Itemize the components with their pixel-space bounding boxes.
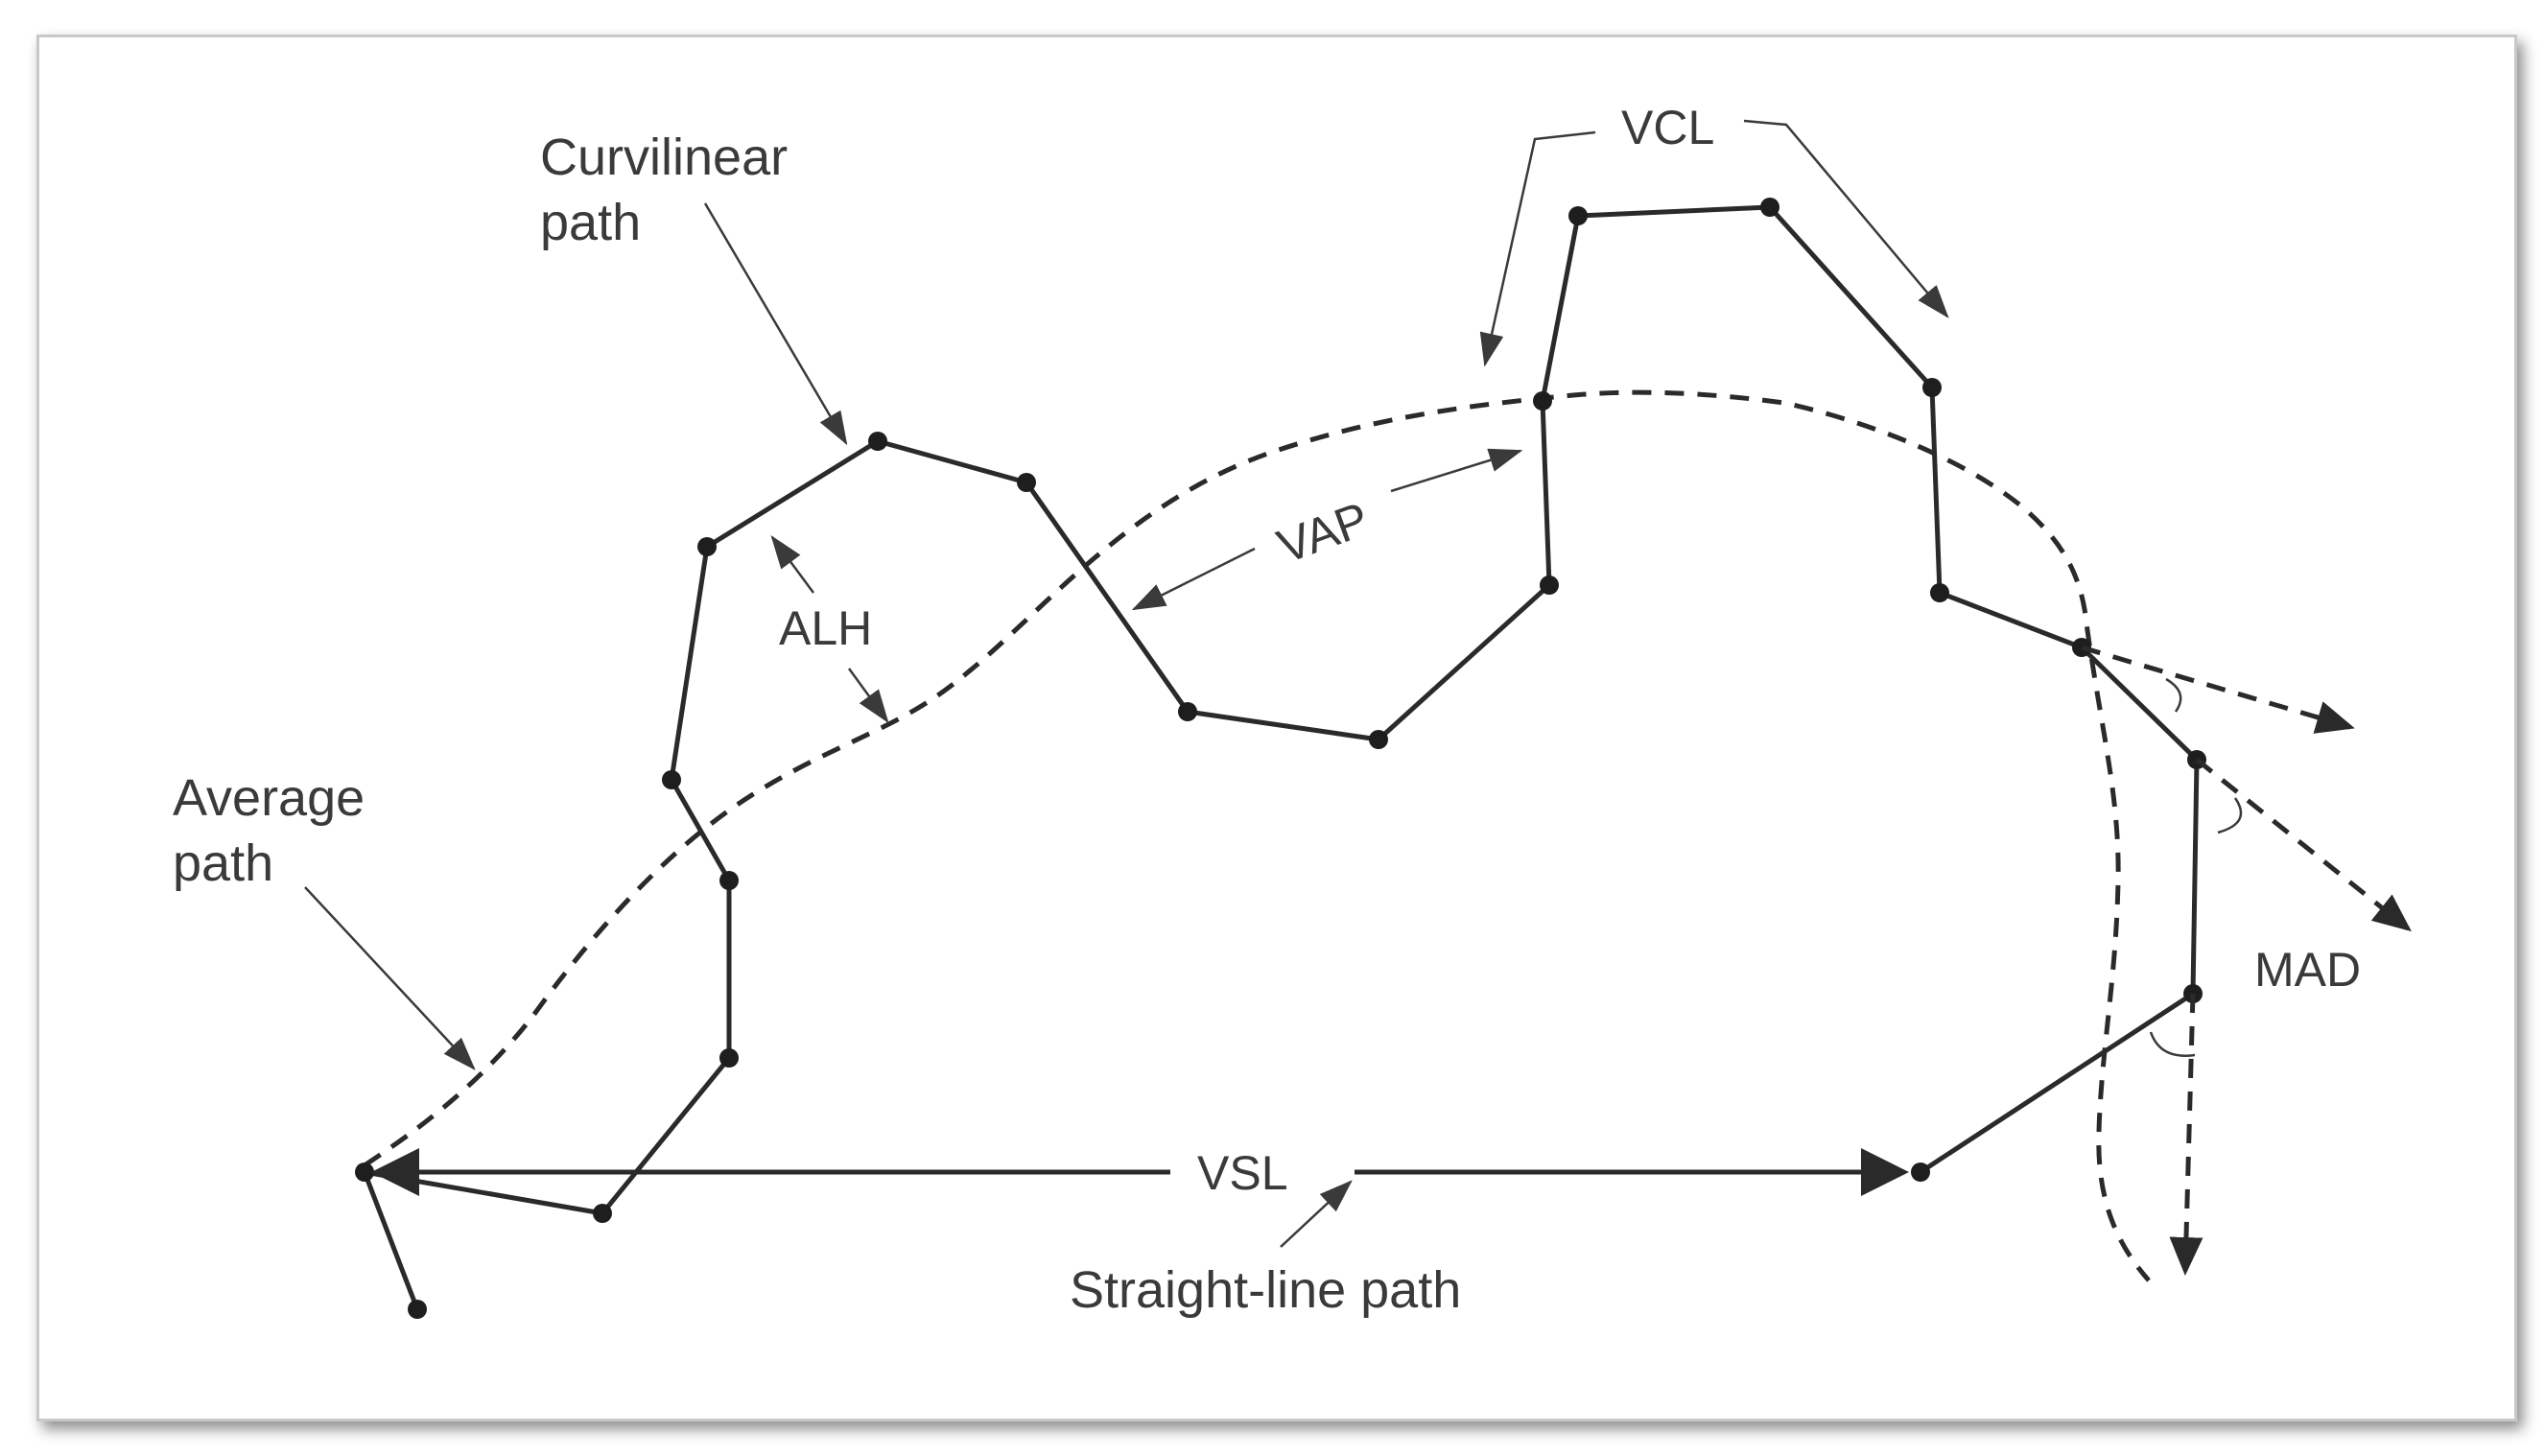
mad-angle-arc-1	[2165, 677, 2182, 713]
path-point	[593, 1204, 612, 1223]
path-point	[355, 1162, 374, 1182]
mad-direction-arrow-2	[2195, 758, 2412, 932]
alh-leader-up	[770, 534, 815, 594]
path-point	[697, 537, 717, 556]
average-label-line1: Average	[173, 769, 365, 827]
vcl-label: VCL	[1621, 101, 1714, 154]
path-point	[1922, 378, 1942, 397]
curvilinear-path-line	[362, 204, 2200, 1310]
curvilinear-label-line1: Curvilinear	[540, 129, 788, 186]
path-point	[1930, 583, 1949, 602]
path-point	[1178, 702, 1197, 721]
mad-direction-arrow-1	[2081, 645, 2355, 734]
straight-line-label: Straight-line path	[1070, 1261, 1461, 1319]
path-point	[662, 770, 681, 789]
vsl-label: VSL	[1197, 1146, 1288, 1200]
path-point	[1540, 575, 1559, 595]
vcl-leader-left	[1479, 130, 1596, 367]
curvilinear-label-line2: path	[540, 194, 641, 251]
path-point	[1017, 473, 1036, 492]
mad-angle-arc-2	[2217, 797, 2243, 834]
average-path-curve	[363, 389, 2151, 1282]
straight-line-leader	[1280, 1180, 1353, 1248]
alh-label: ALH	[779, 601, 872, 655]
vap-leader-left	[1131, 547, 1256, 611]
path-point	[1533, 391, 1552, 411]
curvilinear-leader	[703, 202, 848, 446]
mad-direction-arrow-3	[2169, 993, 2203, 1276]
average-label-line2: path	[173, 834, 273, 892]
path-point	[719, 871, 739, 890]
path-point	[719, 1048, 739, 1068]
path-point	[408, 1300, 427, 1319]
curvilinear-points	[355, 198, 2206, 1319]
path-point	[1760, 198, 1779, 217]
mad-angle-arc-3	[2149, 1031, 2196, 1057]
average-leader	[304, 886, 476, 1070]
vcl-leader-right	[1743, 119, 1949, 318]
alh-leader-down	[847, 668, 889, 724]
path-point	[1568, 206, 1588, 225]
vap-leader-right	[1390, 448, 1523, 493]
mad-label: MAD	[2254, 943, 2361, 997]
path-point	[868, 432, 887, 451]
path-point	[1911, 1162, 1930, 1182]
vap-label: VAP	[1270, 492, 1376, 575]
path-point	[1369, 730, 1388, 749]
